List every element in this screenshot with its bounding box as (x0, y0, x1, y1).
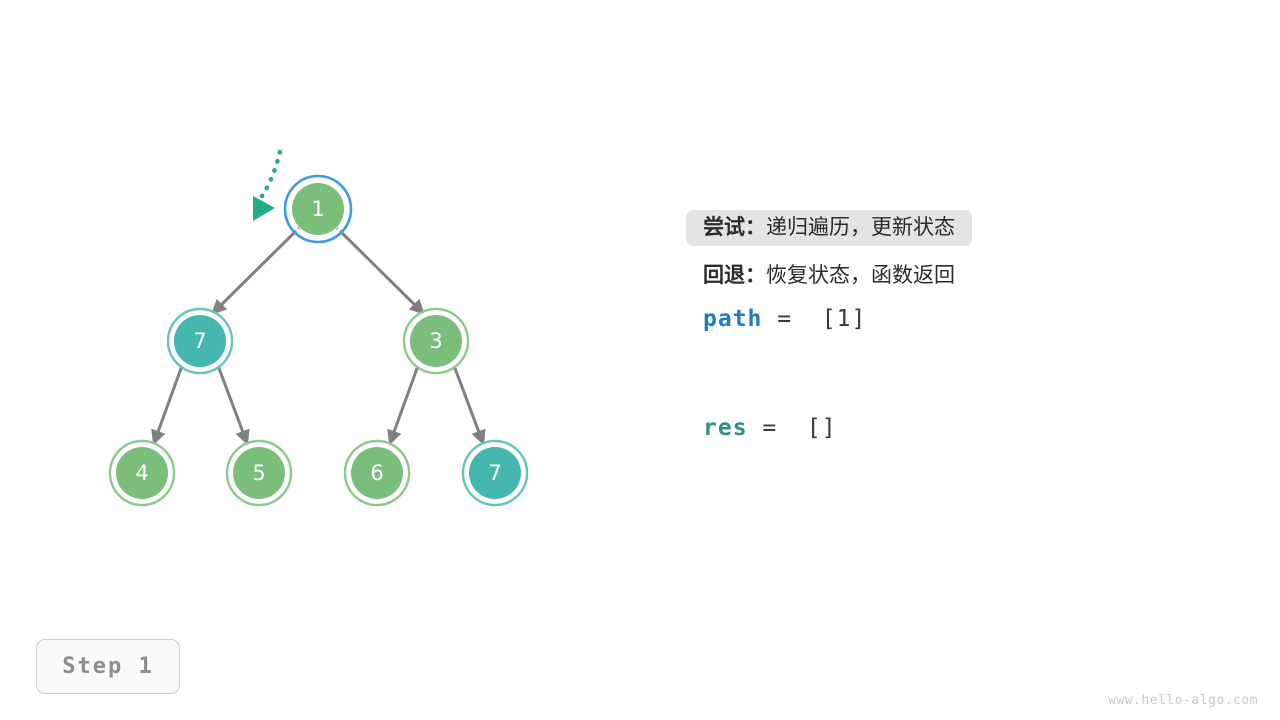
edge-3-to-7R (451, 362, 486, 446)
path-variable-name: path (703, 306, 763, 332)
edge-3-to-6 (387, 362, 421, 446)
res-variable-line: res = [] (686, 415, 1246, 441)
step-badge-label: Step 1 (62, 654, 154, 679)
try-label: 尝试： (703, 215, 766, 239)
tree-node-7-right[interactable] (461, 439, 529, 507)
path-variable-value: = [1] (762, 306, 867, 332)
recursion-entry-pointer-icon (253, 149, 283, 221)
backtrack-row: 回退：恢复状态，函数返回 (686, 258, 972, 294)
tree-svg (108, 149, 529, 507)
try-text: 递归遍历，更新状态 (766, 215, 955, 239)
edge-7L-to-4 (151, 362, 185, 446)
tree-node-1[interactable] (283, 174, 353, 244)
binary-tree-diagram: 1 7 3 4 5 6 7 (0, 0, 660, 600)
tree-node-6[interactable] (343, 439, 411, 507)
tree-node-3[interactable] (402, 307, 470, 375)
backtrack-line: 回退：恢复状态，函数返回 (686, 258, 1246, 292)
watermark: www.hello-algo.com (1108, 693, 1258, 708)
tree-node-7-left[interactable] (166, 307, 234, 375)
res-variable-name: res (703, 415, 748, 441)
edge-7L-to-5 (215, 362, 250, 446)
tree-nodes (108, 174, 529, 507)
edge-1-to-7L (211, 226, 301, 315)
edge-1-to-3 (335, 226, 425, 315)
state-info-panel: 尝试：递归遍历，更新状态 回退：恢复状态，函数返回 path = [1] res… (686, 210, 1246, 441)
tree-node-5[interactable] (225, 439, 293, 507)
tree-edges (151, 226, 486, 446)
res-variable-value: = [] (747, 415, 837, 441)
try-line: 尝试：递归遍历，更新状态 (686, 210, 1246, 246)
path-variable-line: path = [1] (686, 306, 1246, 332)
backtrack-label: 回退： (703, 263, 766, 287)
backtrack-text: 恢复状态，函数返回 (766, 263, 955, 287)
step-badge: Step 1 (36, 639, 180, 694)
try-highlight-box: 尝试：递归遍历，更新状态 (686, 210, 972, 246)
tree-node-4[interactable] (108, 439, 176, 507)
